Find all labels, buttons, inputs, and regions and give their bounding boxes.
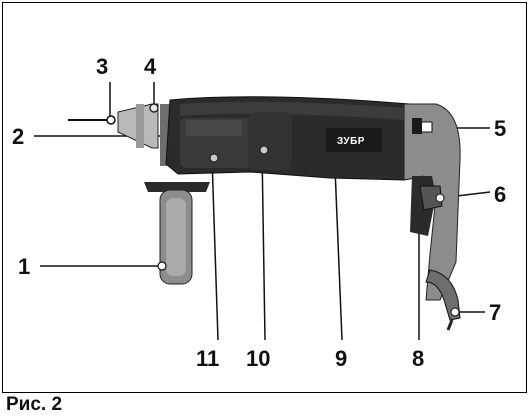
callout-3: 3 [96, 54, 109, 79]
drill-bit [68, 115, 116, 125]
callout-9: 9 [335, 346, 348, 371]
callout-4: 4 [144, 54, 157, 79]
tool-body: ЗУБР [165, 96, 427, 181]
leader-line-10 [261, 149, 266, 341]
callout-10: 10 [246, 346, 271, 371]
callout-6: 6 [494, 182, 507, 207]
callout-5: 5 [494, 116, 507, 141]
side-handle [144, 182, 210, 285]
figure-caption: Рис. 2 [6, 394, 63, 415]
leader-line-11 [211, 157, 219, 341]
rear-handle [403, 103, 461, 331]
brand-label: ЗУБР [337, 136, 365, 147]
callout-11: 11 [196, 346, 220, 371]
callout-1: 1 [18, 254, 31, 279]
callout-2: 2 [12, 124, 25, 149]
callout-8: 8 [412, 346, 425, 371]
callout-7: 7 [489, 300, 502, 325]
leader-line-9 [334, 167, 343, 341]
